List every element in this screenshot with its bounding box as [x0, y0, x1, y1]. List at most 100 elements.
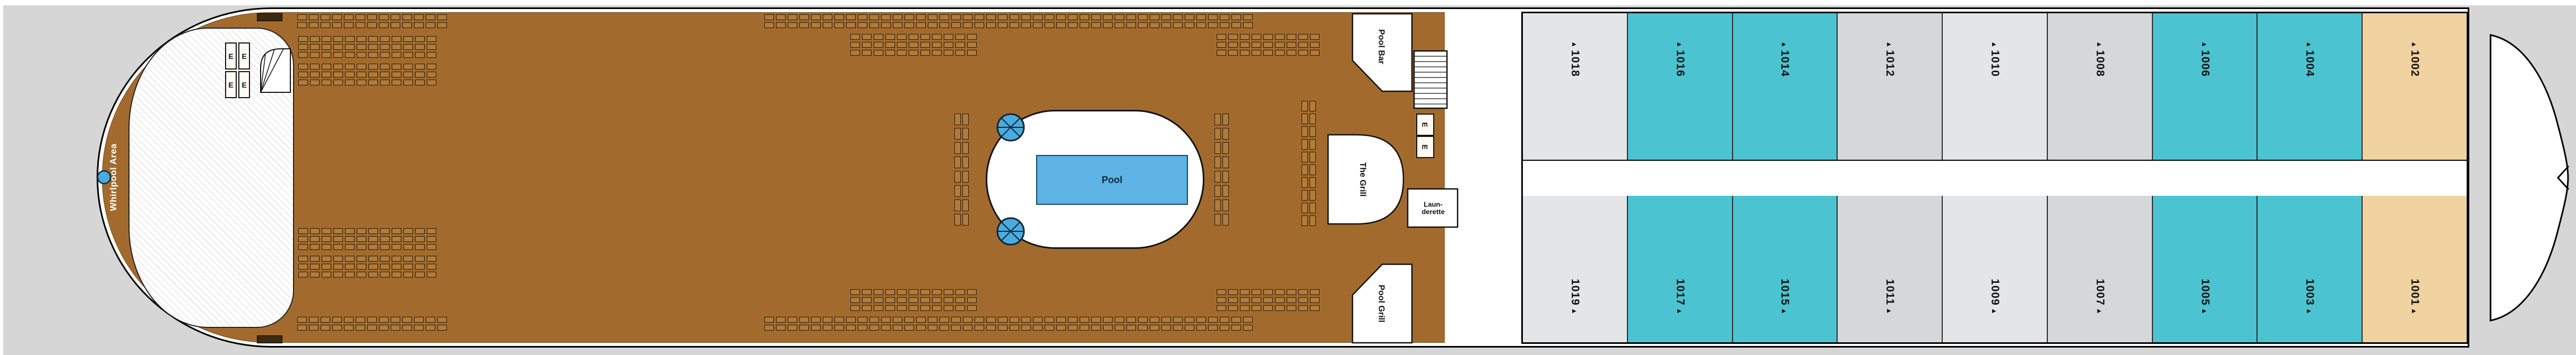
cabin-label: 1003▲	[2303, 279, 2316, 315]
lounger-icon	[1103, 14, 1113, 20]
lounger-icon	[975, 325, 984, 331]
lounger-icon	[1103, 22, 1113, 28]
cabin-label: ▲1010	[1988, 41, 2001, 77]
lounger-icon	[367, 317, 377, 323]
cabin-row-bottom: 1019▲1017▲1015▲1011▲1009▲1007▲1005▲ 1003▲…	[1523, 196, 2467, 342]
cabin-1011[interactable]: 1011▲	[1837, 196, 1942, 342]
lounger-icon	[1243, 317, 1253, 323]
lounger-icon	[928, 325, 937, 331]
lounger-icon	[1214, 128, 1221, 140]
cabin-1001[interactable]: 1001▲	[2362, 196, 2467, 342]
lounger-icon	[1033, 317, 1043, 323]
lounger-icon	[1252, 289, 1261, 295]
cabin-1007[interactable]: 1007▲	[2046, 196, 2152, 342]
lounger-icon	[998, 317, 1007, 323]
elevator-bank-mid: E E	[1416, 114, 1434, 158]
cabin-1017[interactable]: 1017▲	[1626, 196, 1732, 342]
lounger-icon	[1010, 22, 1019, 28]
lounger-icon	[322, 80, 331, 85]
cabin-1009[interactable]: 1009▲	[1942, 196, 2047, 342]
cabin-number: 1010	[1989, 50, 2002, 77]
lounger-icon	[967, 34, 977, 40]
lounger-icon	[357, 244, 366, 250]
lounger-icon	[893, 317, 902, 323]
lounger-icon	[1275, 50, 1285, 56]
lounger-icon	[1021, 22, 1031, 28]
cabin-1012[interactable]: ▲1012	[1837, 13, 1942, 160]
lounger-icon	[1302, 203, 1308, 213]
lounger-icon	[298, 44, 308, 50]
lounger-icon	[904, 317, 914, 323]
lounger-icon	[345, 228, 355, 234]
lounger-icon	[1217, 289, 1226, 295]
cabin-1004[interactable]: ▲1004	[2256, 13, 2362, 160]
lounger-icon	[1287, 42, 1296, 48]
whirlpool-icon	[996, 113, 1025, 142]
lounger-icon	[893, 325, 902, 331]
lounger-icon	[944, 305, 953, 311]
lounger-icon	[297, 14, 307, 20]
lounger-icon	[1309, 164, 1316, 175]
lounger-icon	[333, 272, 343, 278]
lounger-icon	[1217, 297, 1226, 303]
lounger-icon	[1138, 14, 1148, 20]
cabin-1016[interactable]: ▲1016	[1626, 13, 1732, 160]
lounger-icon	[1091, 14, 1101, 20]
cabin-1015[interactable]: 1015▲	[1731, 196, 1837, 342]
lounger-icon	[799, 317, 809, 323]
lounger-icon	[963, 317, 972, 323]
lounger-icon	[916, 325, 926, 331]
lounger-icon	[309, 14, 318, 20]
lounger-icon	[391, 317, 400, 323]
cabin-1006[interactable]: ▲1006	[2151, 13, 2257, 160]
cabin-1008[interactable]: ▲1008	[2046, 13, 2152, 160]
lounger-icon	[345, 236, 355, 242]
lounger-icon	[862, 289, 872, 295]
lounger-icon	[1196, 325, 1206, 331]
lounger-icon	[403, 244, 413, 250]
cabin-label: ▲1008	[2093, 41, 2106, 77]
lounger-icon	[850, 305, 860, 311]
lounger-icon	[1217, 305, 1226, 311]
lounger-icon	[1275, 289, 1285, 295]
lounger-icon	[764, 317, 774, 323]
lounger-icon	[368, 72, 378, 77]
lounger-icon	[1214, 157, 1221, 168]
lounger-icon	[1231, 317, 1241, 323]
cabin-1014[interactable]: ▲1014	[1731, 13, 1837, 160]
pool-label: Pool	[1101, 174, 1123, 185]
bed-direction-icon: ▲	[1676, 41, 1684, 48]
cabin-1018[interactable]: ▲1018	[1523, 13, 1627, 160]
lounger-icon	[391, 22, 400, 28]
lounger-icon	[967, 50, 977, 56]
elevator-cell: E	[238, 71, 250, 98]
lounger-icon	[1080, 22, 1089, 28]
lounger-icon	[1217, 34, 1226, 40]
cabin-number: 1007	[2093, 279, 2106, 306]
cabin-block: ▲1018▲1016▲1014▲1012▲1010▲1008▲1006▲1004…	[1521, 12, 2468, 344]
lounger-icon	[909, 297, 918, 303]
lounger-icon	[834, 14, 844, 20]
lounger-icon	[858, 325, 867, 331]
lounger-icon	[415, 44, 425, 50]
lounger-icon	[823, 14, 832, 20]
cabin-1002[interactable]: ▲1002	[2362, 13, 2467, 160]
lounger-icon	[403, 72, 413, 77]
lounger-icon	[869, 317, 879, 323]
cabin-1019[interactable]: 1019▲	[1523, 196, 1627, 342]
cabin-label: ▲1002	[2408, 41, 2421, 77]
lounger-icon	[799, 325, 809, 331]
lounger-icon	[846, 14, 856, 20]
lounger-icon	[897, 34, 907, 40]
lounger-icon	[1222, 171, 1229, 183]
cabin-row-top: ▲1018▲1016▲1014▲1012▲1010▲1008▲1006▲1004…	[1523, 13, 2467, 160]
cabin-1005[interactable]: 1005▲	[2151, 196, 2257, 342]
lounger-icon	[427, 44, 436, 50]
cabin-1010[interactable]: ▲1010	[1942, 13, 2047, 160]
lounger-icon	[403, 36, 413, 42]
lounger-icon	[955, 34, 965, 40]
lounger-icon	[1310, 42, 1320, 48]
cabin-1003[interactable]: 1003▲	[2256, 196, 2362, 342]
launderette-label: Laun- derette	[1421, 201, 1444, 215]
